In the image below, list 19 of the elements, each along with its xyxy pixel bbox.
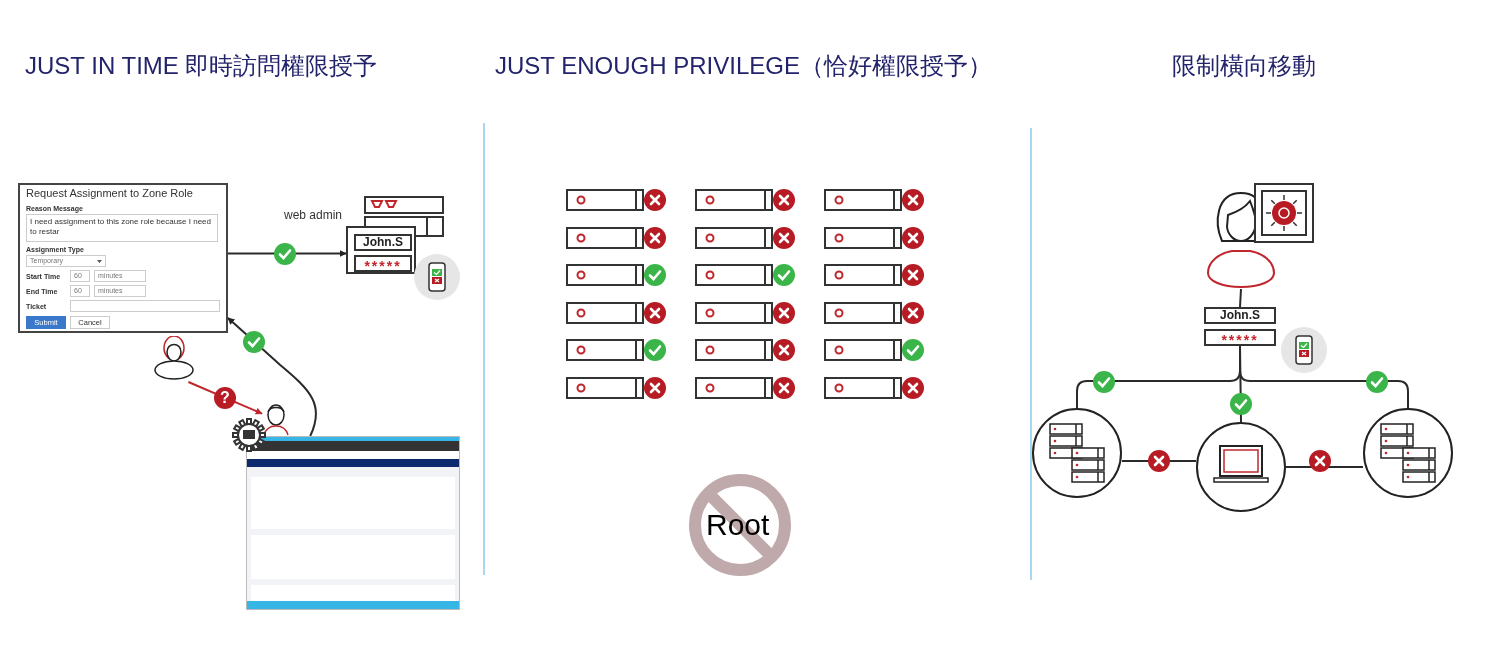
form-title: Request Assignment to Zone Role: [26, 188, 194, 201]
text-area: I need assignment to this zone role because I need to restar: [26, 214, 218, 242]
column-heading: 限制橫向移動: [1172, 54, 1316, 78]
column-heading: JUST IN TIME 即時訪問權限授予: [25, 54, 378, 78]
connector: [187, 381, 263, 415]
card-heading: web admin: [284, 207, 343, 224]
edge-label: ?: [214, 387, 236, 409]
password-field: *****: [354, 255, 412, 272]
connector: [1285, 466, 1364, 468]
username-field: John.S: [1204, 307, 1276, 324]
connector: [1239, 288, 1242, 308]
connector: [227, 317, 318, 437]
connector: [227, 250, 347, 257]
connector: [1239, 345, 1409, 409]
root-label: Root: [706, 510, 770, 540]
username-field: John.S: [354, 234, 412, 251]
column-heading: JUST ENOUGH PRIVILEGE（恰好權限授予）: [495, 54, 992, 78]
password-field: *****: [1204, 329, 1276, 346]
connector: [1121, 460, 1197, 463]
